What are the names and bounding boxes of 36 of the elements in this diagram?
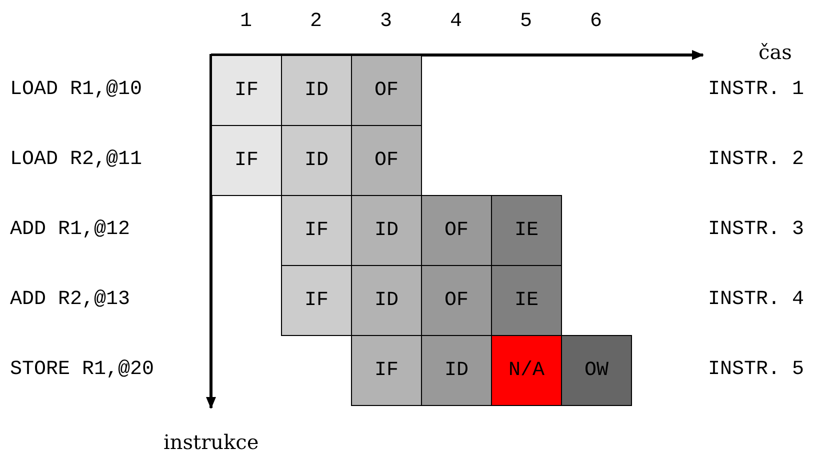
column-number: 5 (520, 10, 532, 34)
pipeline-stage-cell: ID (351, 265, 422, 336)
pipeline-stage-cell: ID (421, 335, 492, 406)
column-number: 3 (380, 10, 392, 34)
pipeline-stage-cell: ID (351, 195, 422, 266)
pipeline-stage-cell: N/A (491, 335, 562, 406)
pipeline-stage-cell: OF (421, 195, 492, 266)
axis-label: instrukce (164, 430, 259, 454)
pipeline-stage-cell: IF (281, 195, 352, 266)
column-number: 2 (310, 10, 322, 34)
axis-label: čas (758, 40, 792, 64)
pipeline-stage-cell: OF (421, 265, 492, 336)
instruction-text: LOAD R2,@11 (10, 148, 142, 172)
instruction-number: INSTR. 3 (708, 218, 804, 242)
pipeline-stage-cell: ID (281, 125, 352, 196)
instruction-number: INSTR. 1 (708, 78, 804, 102)
pipeline-stage-cell: OW (561, 335, 632, 406)
pipeline-stage-cell: OF (351, 55, 422, 126)
pipeline-stage-cell: IF (281, 265, 352, 336)
instruction-text: ADD R1,@12 (10, 218, 130, 242)
instruction-text: STORE R1,@20 (10, 358, 154, 382)
pipeline-stage-cell: IE (491, 195, 562, 266)
pipeline-stage-cell: IF (351, 335, 422, 406)
column-number: 6 (590, 10, 602, 34)
pipeline-stage-cell: IE (491, 265, 562, 336)
instruction-text: LOAD R1,@10 (10, 78, 142, 102)
instruction-text: ADD R2,@13 (10, 288, 130, 312)
column-number: 4 (450, 10, 462, 34)
pipeline-stage-cell: OF (351, 125, 422, 196)
instruction-number: INSTR. 5 (708, 358, 804, 382)
pipeline-stage-cell: ID (281, 55, 352, 126)
pipeline-stage-cell: IF (211, 125, 282, 196)
pipeline-stage-cell: IF (211, 55, 282, 126)
instruction-number: INSTR. 2 (708, 148, 804, 172)
column-number: 1 (240, 10, 252, 34)
instruction-number: INSTR. 4 (708, 288, 804, 312)
